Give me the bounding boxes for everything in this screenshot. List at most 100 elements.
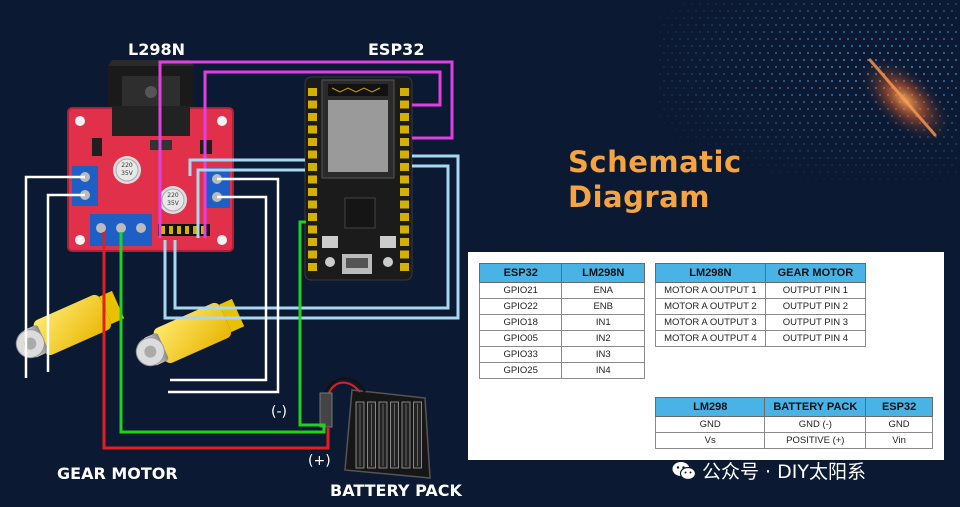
- background-dot: [842, 156, 846, 160]
- background-dot: [858, 170, 862, 174]
- esp32-pin: [400, 150, 409, 159]
- background-dot: [902, 9, 906, 13]
- background-dot: [886, 135, 890, 139]
- background-dot: [794, 44, 798, 48]
- background-dot: [850, 142, 854, 146]
- background-dot: [930, 16, 934, 20]
- background-dot: [950, 65, 954, 69]
- background-dot: [750, 93, 754, 97]
- background-dot: [738, 58, 742, 62]
- background-dot: [802, 30, 806, 34]
- background-dot: [722, 86, 726, 90]
- background-dot: [802, 44, 806, 48]
- background-dot: [678, 107, 682, 111]
- background-dot: [842, 128, 846, 132]
- background-dot: [794, 100, 798, 104]
- background-dot: [670, 23, 674, 27]
- background-dot: [794, 30, 798, 34]
- background-dot: [950, 163, 954, 167]
- background-dot: [762, 86, 766, 90]
- background-dot: [798, 37, 802, 41]
- background-dot: [778, 156, 782, 160]
- background-dot: [758, 51, 762, 55]
- background-dot: [762, 114, 766, 118]
- esp32-pin: [308, 138, 317, 146]
- background-dot: [790, 121, 794, 125]
- background-dot: [778, 58, 782, 62]
- background-dot: [858, 16, 862, 20]
- background-dot: [902, 163, 906, 167]
- background-dot: [682, 16, 686, 20]
- background-dot: [754, 44, 758, 48]
- esp32-board: [304, 76, 413, 281]
- label-battery-pack: BATTERY PACK: [330, 481, 462, 500]
- background-dot: [934, 163, 938, 167]
- background-dot: [747, 171, 749, 173]
- background-dot: [750, 51, 754, 55]
- background-dot: [886, 177, 890, 181]
- background-dot: [914, 156, 918, 160]
- background-dot: [678, 9, 682, 13]
- esp32-pin: [400, 125, 409, 134]
- background-dot: [786, 58, 790, 62]
- background-dot: [791, 178, 793, 180]
- background-dot: [718, 93, 722, 97]
- background-dot: [766, 65, 770, 69]
- background-dot: [854, 163, 858, 167]
- background-dot: [814, 93, 818, 97]
- background-dot: [706, 114, 710, 118]
- background-dot: [666, 58, 670, 62]
- background-dot: [814, 9, 818, 13]
- background-dot: [706, 72, 710, 76]
- background-dot: [806, 65, 810, 69]
- table-cell: ENA: [561, 282, 645, 299]
- background-dot: [806, 9, 810, 13]
- background-dot: [742, 23, 746, 27]
- background-dot: [898, 142, 902, 146]
- background-dot: [818, 58, 822, 62]
- background-dot: [842, 100, 846, 104]
- background-dot: [838, 135, 842, 139]
- background-dot: [702, 121, 706, 125]
- background-dot: [826, 16, 830, 20]
- background-dot: [878, 163, 882, 167]
- background-dot: [838, 177, 842, 181]
- background-dot: [758, 163, 762, 167]
- background-dot: [806, 79, 810, 83]
- background-dot: [954, 100, 958, 104]
- background-dot: [818, 114, 822, 118]
- background-dot: [926, 9, 930, 13]
- background-dot: [954, 58, 958, 62]
- background-dot: [914, 16, 918, 20]
- background-dot: [814, 23, 818, 27]
- background-dot: [786, 86, 790, 90]
- background-dot: [894, 9, 898, 13]
- background-dot: [898, 16, 902, 20]
- background-dot: [698, 44, 702, 48]
- table-cell: IN3: [561, 346, 645, 363]
- background-dot: [698, 30, 702, 34]
- background-dot: [662, 79, 666, 83]
- svg-text:35V: 35V: [167, 200, 180, 207]
- background-dot: [918, 37, 922, 41]
- background-dot: [770, 58, 774, 62]
- table-cell: POSITIVE (+): [764, 432, 867, 449]
- background-dot: [726, 37, 730, 41]
- background-dot: [774, 79, 778, 83]
- background-dot: [770, 30, 774, 34]
- background-dot: [706, 100, 710, 104]
- esp32-pin: [400, 100, 409, 109]
- background-dot: [770, 44, 774, 48]
- background-dot: [722, 58, 726, 62]
- background-dot: [686, 79, 690, 83]
- background-dot: [818, 44, 822, 48]
- background-dot: [682, 100, 686, 104]
- background-dot: [834, 114, 838, 118]
- table-cell: OUTPUT PIN 4: [764, 330, 867, 347]
- background-dot: [690, 72, 694, 76]
- background-dot: [826, 170, 830, 174]
- background-dot: [942, 51, 946, 55]
- background-dot: [690, 114, 694, 118]
